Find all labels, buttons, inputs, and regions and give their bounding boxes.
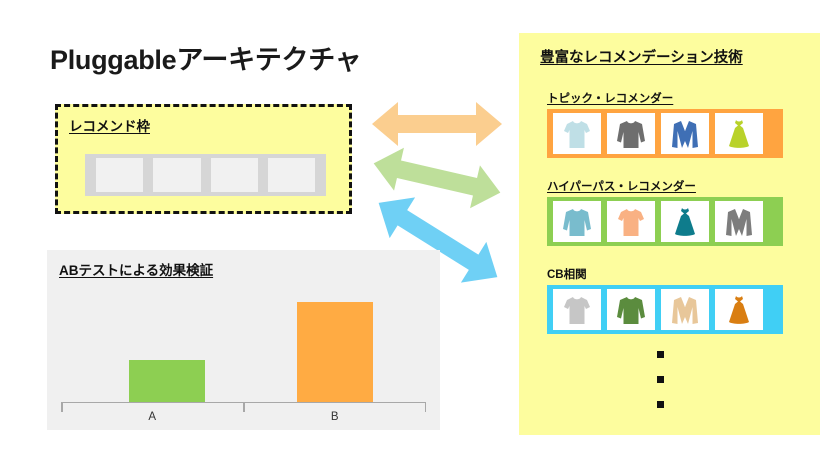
longsleeve-icon — [617, 120, 645, 148]
ellipsis-dot — [657, 376, 664, 383]
recommend-slot — [210, 158, 258, 192]
chart-bar-a — [129, 360, 205, 402]
recommend-widget — [85, 154, 326, 196]
recommend-slot — [96, 158, 144, 192]
recommender-item-tile[interactable] — [553, 201, 601, 242]
tshirt-icon — [564, 120, 590, 148]
recommender-item-tile[interactable] — [661, 113, 709, 154]
recommender-group-hyperpath: ハイパーパス・レコメンダー — [547, 178, 783, 246]
ellipsis-dot — [657, 351, 664, 358]
recommend-slot — [267, 158, 315, 192]
vertical-ellipsis-icon — [657, 351, 664, 408]
recommender-item-tile[interactable] — [661, 289, 709, 330]
chart-x-axis — [61, 402, 426, 412]
recommend-slot — [153, 158, 201, 192]
tech-panel-title: 豊富なレコメンデーション技術 — [540, 50, 743, 66]
dress-icon — [729, 119, 749, 148]
tshirt-icon — [564, 296, 590, 324]
recommender-group-label: CB相関 — [547, 269, 587, 281]
recommend-frame-title: レコメンド枠 — [69, 119, 150, 134]
recommender-group-label: トピック・レコメンダー — [547, 93, 674, 105]
recommender-group-cb: CB相関 — [547, 266, 783, 334]
blazer-icon — [672, 295, 698, 324]
recommender-item-tile[interactable] — [607, 113, 655, 154]
orange-double-arrow-icon — [372, 102, 502, 146]
recommender-item-tile[interactable] — [607, 201, 655, 242]
chart-category-labels: A B — [61, 411, 426, 423]
recommender-item-tile[interactable] — [661, 201, 709, 242]
recommender-item-tile[interactable] — [607, 289, 655, 330]
recommender-group-topic: トピック・レコメンダー — [547, 90, 783, 158]
recommender-item-tile[interactable] — [715, 289, 763, 330]
axis-tick — [243, 403, 245, 412]
chart-bar-b — [297, 302, 373, 402]
tshirt-icon — [618, 208, 644, 236]
recommender-item-tile[interactable] — [715, 201, 763, 242]
recommender-item-tile[interactable] — [715, 113, 763, 154]
chart-label-a: A — [148, 411, 157, 423]
axis-tick — [424, 403, 426, 412]
recommender-item-strip — [547, 285, 783, 334]
longsleeve-icon — [563, 208, 591, 236]
blue-double-arrow-icon — [378, 197, 498, 283]
chart-label-b: B — [330, 411, 339, 423]
dress-icon — [675, 207, 695, 236]
recommender-item-tile[interactable] — [553, 113, 601, 154]
axis-tick — [61, 403, 63, 412]
ab-test-chart-panel: ABテストによる効果検証 A B — [47, 250, 440, 430]
blazer-icon — [726, 207, 752, 236]
ab-chart-title: ABテストによる効果検証 — [59, 263, 214, 278]
longsleeve-icon — [617, 296, 645, 324]
recommender-item-strip — [547, 109, 783, 158]
green-double-arrow-icon — [373, 147, 501, 209]
ellipsis-dot — [657, 401, 664, 408]
dress-icon — [729, 295, 749, 324]
recommender-item-tile[interactable] — [553, 289, 601, 330]
blazer-icon — [672, 119, 698, 148]
recommend-frame: レコメンド枠 — [55, 104, 352, 214]
page-title: Pluggableアーキテクチャ — [50, 45, 362, 75]
recommender-item-strip — [547, 197, 783, 246]
recommendation-tech-panel: 豊富なレコメンデーション技術 トピック・レコメンダー — [519, 33, 820, 435]
recommender-group-label: ハイパーパス・レコメンダー — [547, 181, 696, 193]
ab-chart-plot-area — [61, 280, 426, 402]
